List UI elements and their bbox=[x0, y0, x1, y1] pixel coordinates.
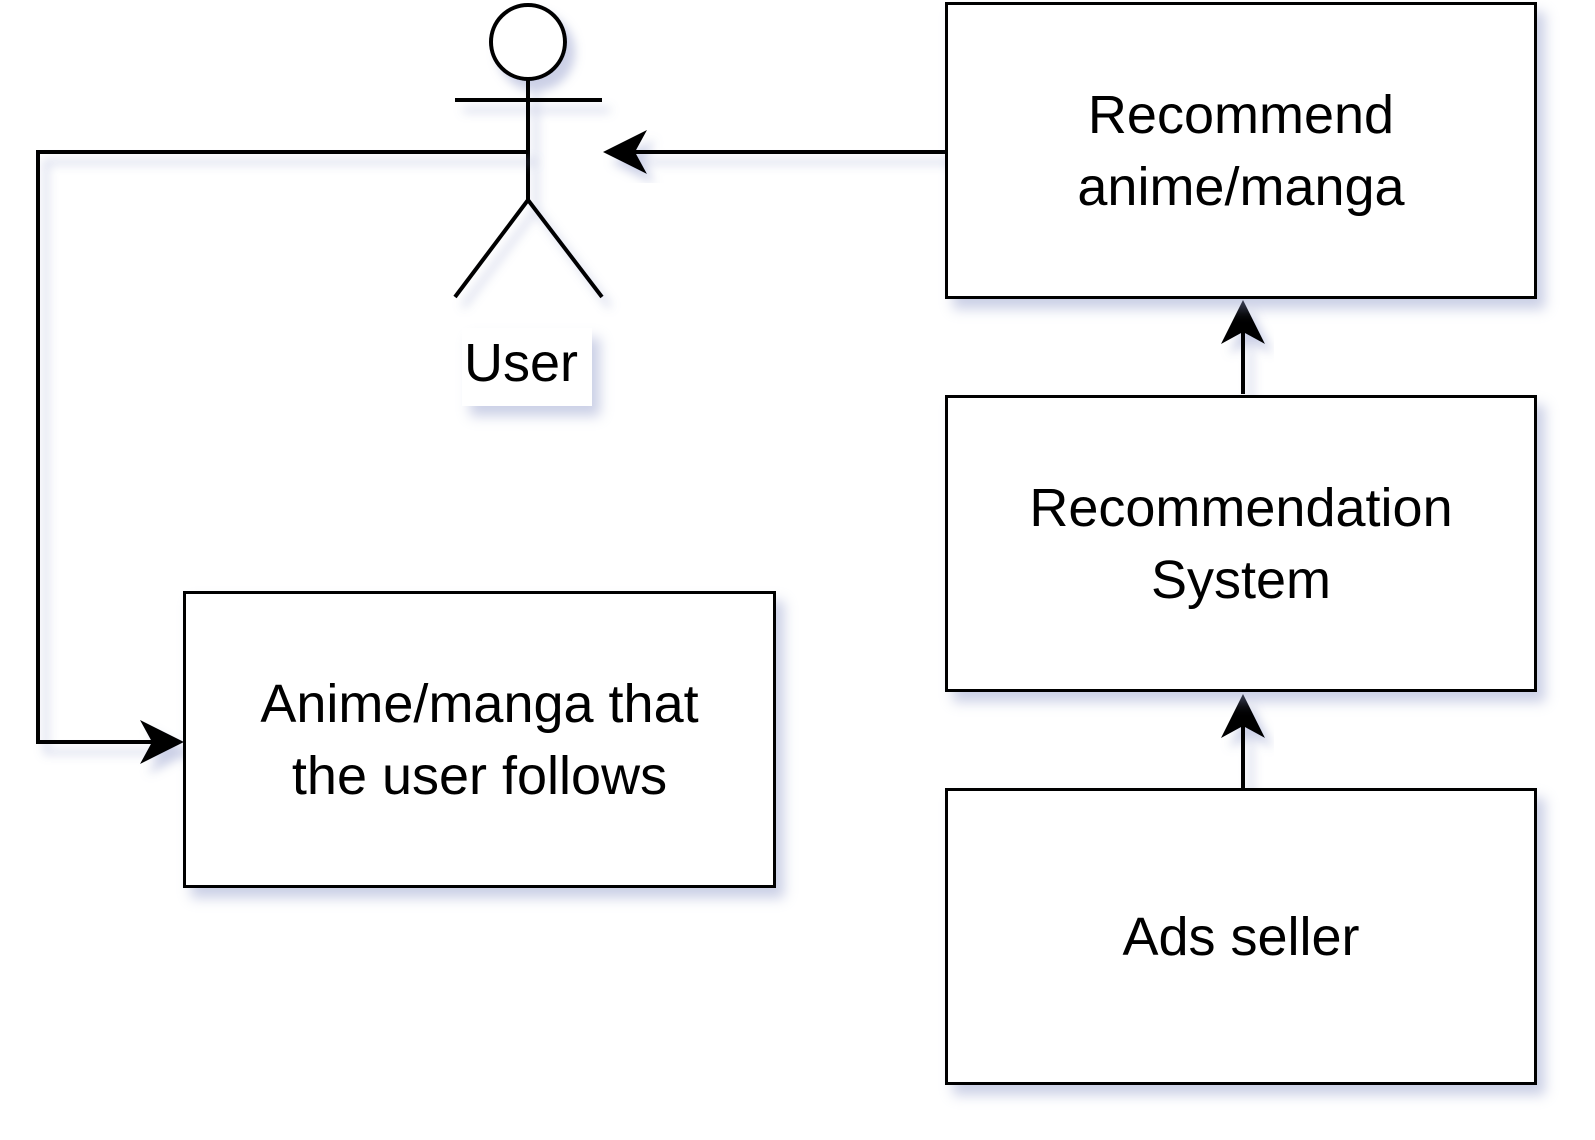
edge-ads-to-system bbox=[1221, 694, 1265, 788]
ads-seller-box-label: Ads seller bbox=[1122, 906, 1360, 967]
recommendation-system-box: Recommendation System bbox=[945, 395, 1537, 692]
recommend-box: Recommend anime/manga bbox=[945, 2, 1537, 299]
followed-anime-box-label: Anime/manga that the user follows bbox=[260, 673, 699, 806]
user-actor-label: User bbox=[462, 328, 592, 406]
followed-anime-box: Anime/manga that the user follows bbox=[183, 591, 776, 888]
recommend-box-label: Recommend anime/manga bbox=[1077, 84, 1405, 217]
edge-user-to-follows bbox=[36, 150, 528, 764]
recommendation-system-box-label: Recommendation System bbox=[1029, 477, 1453, 610]
user-actor-icon bbox=[453, 3, 604, 299]
edge-recommend-to-user bbox=[603, 130, 946, 174]
ads-seller-box: Ads seller bbox=[945, 788, 1537, 1085]
edge-system-to-recommend bbox=[1221, 300, 1265, 394]
